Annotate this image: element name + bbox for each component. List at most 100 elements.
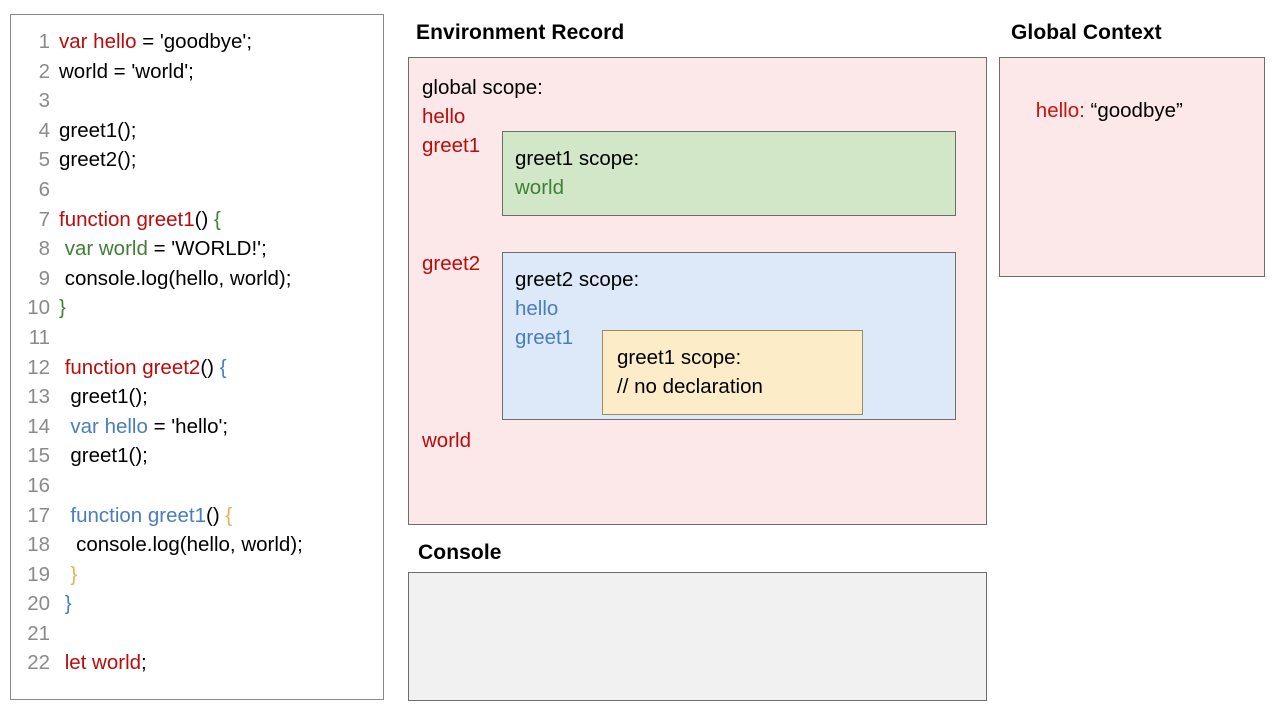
line-number: 12 <box>27 355 50 379</box>
code-line-text: console.log(hello, world); <box>59 266 292 291</box>
global-binding-greet2: greet2 <box>422 252 481 275</box>
line-number: 7 <box>38 207 50 231</box>
nested-greet1-scope-heading: greet1 scope: <box>617 346 742 369</box>
code-line[interactable]: 6 <box>11 178 383 208</box>
code-token: ; <box>141 651 147 675</box>
code-token: console.log(hello, world); <box>59 266 292 290</box>
code-line[interactable]: 19 } <box>11 563 383 593</box>
greet2-binding-hello: hello <box>515 297 559 320</box>
nested-greet1-scope-box: greet1 scope: // no declaration <box>602 330 863 415</box>
code-line-text: function greet1() { <box>59 504 232 528</box>
line-number: 19 <box>27 562 50 586</box>
code-token: = 'goodbye'; <box>136 30 253 53</box>
global-context-entry: hello: “goodbye” <box>1013 75 1183 147</box>
code-token: { <box>213 207 221 231</box>
nested-greet1-scope-comment: // no declaration <box>617 375 763 398</box>
code-token: () <box>194 207 214 231</box>
code-token: console.log(hello, world); <box>59 533 303 557</box>
global-context-panel: hello: “goodbye” <box>999 57 1265 277</box>
code-line[interactable]: 18 console.log(hello, world); <box>11 533 383 563</box>
code-line[interactable]: 11 <box>11 326 383 356</box>
line-number: 13 <box>27 385 50 409</box>
code-line[interactable]: 12 function greet2() { <box>11 356 383 386</box>
code-line[interactable]: 21 <box>11 622 383 652</box>
code-token: } <box>59 296 66 320</box>
code-line-text: greet1(); <box>59 444 148 468</box>
code-line[interactable]: 9 console.log(hello, world); <box>11 267 383 297</box>
code-line[interactable]: 20 } <box>11 592 383 622</box>
global-context-entry-value: “goodbye” <box>1090 99 1183 122</box>
line-number: 4 <box>38 118 50 142</box>
line-number: 22 <box>27 651 50 675</box>
line-number: 2 <box>38 59 50 83</box>
code-line[interactable]: 5 greet2(); <box>11 148 383 178</box>
code-line-text: greet2(); <box>59 148 136 172</box>
greet2-binding-greet1: greet1 <box>515 326 574 349</box>
code-line[interactable]: 15 greet1(); <box>11 444 383 474</box>
code-token: greet1(); <box>59 444 148 468</box>
code-line[interactable]: 22 let world; <box>11 651 383 681</box>
code-token: () <box>206 503 226 527</box>
code-token <box>59 504 70 527</box>
line-number: 5 <box>38 148 50 172</box>
code-line-text: } <box>59 563 77 587</box>
code-line-text: var hello = 'goodbye'; <box>59 30 252 54</box>
line-number: 14 <box>27 414 50 438</box>
line-number: 11 <box>28 325 50 349</box>
greet1-scope-heading: greet1 scope: <box>515 147 640 170</box>
code-line[interactable]: 13 greet1(); <box>11 385 383 415</box>
code-line-text: var world = 'WORLD!'; <box>59 237 267 261</box>
code-token: var world <box>64 237 148 261</box>
code-line[interactable]: 7 function greet1() { <box>11 208 383 238</box>
code-token: } <box>70 562 78 586</box>
global-scope-label: global scope: <box>422 76 543 99</box>
line-number: 15 <box>27 444 50 468</box>
code-line[interactable]: 2 world = 'world'; <box>11 60 383 90</box>
code-line[interactable]: 4 greet1(); <box>11 119 383 149</box>
line-number: 6 <box>38 177 50 201</box>
code-line-text: var hello = 'hello'; <box>59 415 228 439</box>
console-panel[interactable] <box>408 572 987 701</box>
line-number: 18 <box>27 533 50 557</box>
code-line-text: greet1(); <box>59 119 136 143</box>
greet2-scope-box: greet2 scope: hello greet1 greet1 scope:… <box>502 252 956 420</box>
code-line-text: } <box>59 592 72 616</box>
code-line-text: console.log(hello, world); <box>59 533 303 557</box>
code-token <box>59 563 70 586</box>
code-line[interactable]: 3 <box>11 89 383 119</box>
code-line[interactable]: 10} <box>11 296 383 326</box>
environment-record-panel: global scope: hello greet1 greet2 world … <box>408 57 987 525</box>
code-line-text: greet1(); <box>59 385 148 409</box>
greet1-binding-world: world <box>515 176 564 199</box>
line-number: 9 <box>38 266 50 290</box>
code-token: function greet1 <box>59 207 195 231</box>
line-number: 16 <box>27 473 50 497</box>
code-line-text: function greet2() { <box>59 356 227 380</box>
code-token: function greet2 <box>64 355 201 379</box>
line-number: 8 <box>38 237 50 261</box>
code-line-text: } <box>59 296 66 320</box>
code-line[interactable]: 8 var world = 'WORLD!'; <box>11 237 383 267</box>
code-line-text: world = 'world'; <box>59 60 194 84</box>
line-number: 21 <box>27 621 50 645</box>
code-line[interactable]: 17 function greet1() { <box>11 504 383 534</box>
global-binding-world: world <box>422 429 471 452</box>
code-token: world = 'world'; <box>59 59 194 83</box>
code-token: greet1(); <box>59 385 148 409</box>
code-token: let world <box>64 651 142 675</box>
code-token: function greet1 <box>70 503 207 527</box>
code-token: = 'WORLD!'; <box>147 237 267 261</box>
code-token: { <box>219 355 227 379</box>
code-token: { <box>225 503 233 527</box>
code-token: greet1(); <box>59 118 137 142</box>
code-token: () <box>200 355 220 379</box>
environment-record-heading: Environment Record <box>416 21 625 44</box>
line-number: 17 <box>27 503 50 527</box>
code-line[interactable]: 14 var hello = 'hello'; <box>11 415 383 445</box>
code-token <box>59 415 70 438</box>
code-token: greet2(); <box>59 148 137 172</box>
code-line[interactable]: 16 <box>11 474 383 504</box>
